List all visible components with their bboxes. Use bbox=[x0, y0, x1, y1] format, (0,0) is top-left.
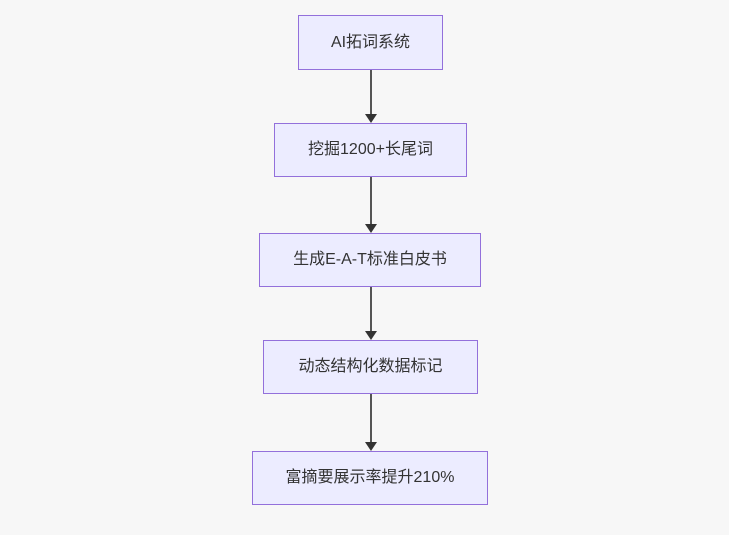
flow-node-ai-word-expansion-system: AI拓词系统 bbox=[298, 15, 443, 70]
flow-arrow-3 bbox=[364, 287, 378, 340]
arrow-shaft bbox=[370, 287, 372, 334]
flow-node-generate-eat-whitepaper: 生成E-A-T标准白皮书 bbox=[259, 233, 481, 287]
node-label: AI拓词系统 bbox=[330, 33, 411, 51]
node-label: 富摘要展示率提升210% bbox=[285, 469, 455, 486]
flow-node-mine-longtail-keywords: 挖掘1200+长尾词 bbox=[274, 123, 467, 177]
arrow-shaft bbox=[370, 70, 372, 117]
node-label: 挖掘1200+长尾词 bbox=[308, 141, 433, 158]
flow-arrow-2 bbox=[364, 177, 378, 233]
flow-node-dynamic-structured-data-markup: 动态结构化数据标记 bbox=[263, 340, 478, 394]
arrowhead-down-icon bbox=[365, 442, 377, 451]
arrowhead-down-icon bbox=[365, 114, 377, 123]
flow-arrow-4 bbox=[364, 394, 378, 451]
flow-arrow-1 bbox=[364, 70, 378, 123]
node-label: 生成E-A-T标准白皮书 bbox=[293, 251, 447, 268]
node-label: 动态结构化数据标记 bbox=[298, 358, 443, 375]
arrowhead-down-icon bbox=[365, 331, 377, 340]
arrow-shaft bbox=[370, 394, 372, 445]
flow-node-rich-snippet-rate-up-210: 富摘要展示率提升210% bbox=[252, 451, 488, 505]
arrow-shaft bbox=[370, 177, 372, 227]
arrowhead-down-icon bbox=[365, 224, 377, 233]
